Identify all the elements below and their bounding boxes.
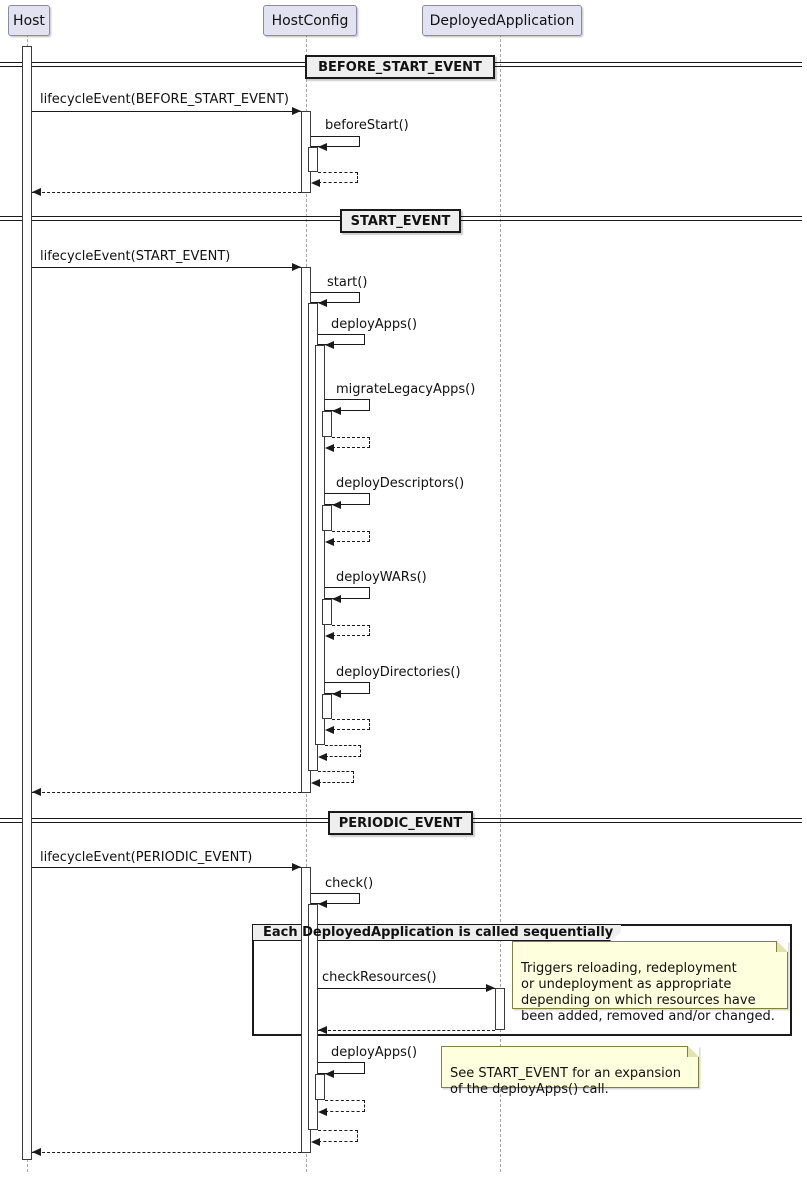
message-label-migrate-legacy-apps: migrateLegacyApps() [336, 382, 476, 397]
arrowhead [318, 299, 327, 307]
arrowhead [325, 341, 334, 349]
activation-bar-hostconfig-l2 [308, 147, 318, 172]
participant-hostconfig: HostConfig [263, 5, 357, 36]
participant-host: Host [8, 5, 50, 36]
message-label-check: check() [325, 876, 374, 891]
note-fold-corner-icon [688, 1046, 699, 1057]
activation-bar-hostconfig-l4 [322, 599, 332, 625]
self-return-loop [325, 1100, 365, 1112]
activation-bar-host [22, 46, 32, 1160]
self-return-loop [332, 625, 370, 636]
return-line-to-host [32, 792, 301, 793]
activation-bar-hostconfig-l3 [315, 345, 325, 745]
message-label-deploy-directories: deployDirectories() [336, 665, 461, 680]
group-header [253, 925, 621, 941]
arrowhead [32, 788, 41, 796]
message-label-deploy-wars: deployWARs() [336, 570, 427, 585]
message-label-check-resources: checkResources() [322, 970, 437, 985]
note-fold-edge [776, 941, 777, 952]
note-deploy-apps: See START_EVENT for an expansion of the … [441, 1046, 699, 1097]
arrowhead [325, 444, 334, 452]
arrowhead [32, 188, 41, 196]
arrowhead [325, 726, 334, 734]
arrowhead [332, 501, 341, 509]
activation-bar-hostconfig-l4 [322, 694, 332, 719]
arrowhead [325, 538, 334, 546]
note-text: Triggers reloading, redeployment or unde… [521, 961, 775, 1024]
self-return-loop [332, 437, 370, 448]
message-label-before-start: beforeStart() [325, 118, 409, 133]
arrowhead [292, 263, 301, 271]
lifeline-deployedapplication [500, 34, 501, 1172]
self-call-loop [325, 682, 370, 694]
divider-periodic-event: PERIODIC_EVENT [328, 811, 473, 835]
divider-before-start-event: BEFORE_START_EVENT [305, 55, 495, 79]
note-fold-edge [687, 1046, 688, 1057]
arrowhead [311, 1138, 320, 1146]
message-label-lifecycle-before-start: lifecycleEvent(BEFORE_START_EVENT) [40, 92, 289, 107]
arrowhead [332, 407, 341, 415]
activation-bar-hostconfig-l4 [322, 505, 332, 531]
group-title: Each DeployedApplication is called seque… [263, 925, 614, 940]
divider-start-event: START_EVENT [340, 209, 461, 233]
activation-bar-deployedapplication [495, 988, 505, 1030]
participant-deployedapplication: DeployedApplication [422, 5, 582, 36]
arrowhead [292, 863, 301, 871]
return-line-to-host [32, 1152, 301, 1153]
arrowhead [318, 900, 327, 908]
arrowhead [318, 143, 327, 151]
self-call-loop [318, 334, 365, 345]
note-text: See START_EVENT for an expansion of the … [450, 1066, 681, 1097]
message-label-start: start() [327, 275, 368, 290]
note-check-resources: Triggers reloading, redeployment or unde… [512, 941, 788, 1024]
message-line-lifecycle-periodic [32, 867, 301, 868]
self-call-loop [311, 893, 360, 904]
message-label-lifecycle-start: lifecycleEvent(START_EVENT) [40, 249, 231, 264]
arrowhead [32, 1148, 41, 1156]
message-line-lifecycle-start [32, 267, 301, 268]
arrowhead [325, 632, 334, 640]
self-return-loop [332, 719, 370, 730]
self-return-loop [318, 771, 354, 783]
arrowhead [318, 1026, 327, 1034]
message-label-deploy-apps-periodic: deployApps() [331, 1045, 418, 1060]
message-label-deploy-descriptors: deployDescriptors() [336, 476, 465, 491]
self-call-loop [311, 136, 360, 147]
arrowhead [292, 107, 301, 115]
self-return-loop [325, 745, 361, 757]
message-label-lifecycle-periodic: lifecycleEvent(PERIODIC_EVENT) [40, 850, 253, 865]
message-line-lifecycle-before-start [32, 111, 301, 112]
self-call-loop [325, 399, 370, 411]
activation-bar-hostconfig-l3 [315, 1074, 325, 1100]
arrowhead [325, 1070, 334, 1078]
arrowhead [486, 984, 495, 992]
self-return-loop [332, 531, 370, 542]
arrowhead [318, 753, 327, 761]
activation-bar-hostconfig-l4 [322, 411, 332, 437]
self-call-loop [311, 292, 360, 303]
arrowhead [311, 179, 320, 187]
return-line-check-resources [318, 1030, 495, 1031]
self-call-loop [325, 493, 370, 505]
self-call-loop [325, 587, 370, 599]
self-return-loop [318, 1130, 358, 1142]
arrowhead [332, 595, 341, 603]
activation-bar-hostconfig-l2 [308, 904, 318, 1130]
arrowhead [318, 1108, 327, 1116]
arrowhead [311, 779, 320, 787]
message-label-deploy-apps: deployApps() [331, 317, 418, 332]
return-line-to-host [32, 192, 301, 193]
note-fold-corner-icon [777, 941, 788, 952]
self-call-loop [318, 1062, 365, 1074]
self-return-loop [318, 172, 358, 183]
arrowhead [332, 690, 341, 698]
message-line-check-resources [318, 988, 495, 989]
